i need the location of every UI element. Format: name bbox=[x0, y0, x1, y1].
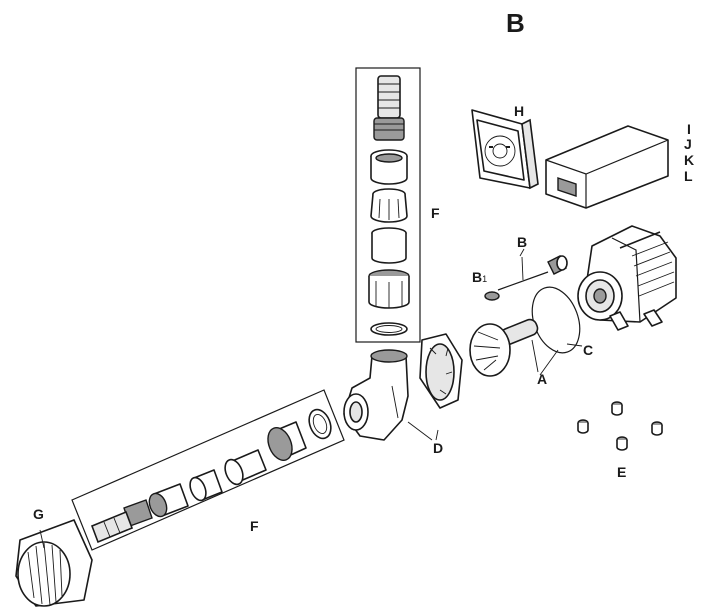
shaft-rubber-ring bbox=[484, 291, 500, 301]
leader-d bbox=[435, 429, 439, 441]
label-d: D bbox=[433, 440, 444, 456]
screw-1 bbox=[577, 419, 589, 434]
vertical-sleeve-1 bbox=[370, 149, 408, 185]
label-b1-main: B bbox=[472, 269, 483, 285]
fittings-frame-horizontal bbox=[71, 389, 345, 551]
label-b1-sub: 1 bbox=[482, 274, 488, 284]
vertical-hose-barb bbox=[373, 75, 405, 141]
label-f-top: F bbox=[431, 205, 440, 221]
figure-title: B bbox=[506, 8, 525, 38]
horizontal-hose-barb bbox=[90, 499, 153, 544]
vertical-o-ring bbox=[370, 322, 408, 336]
vertical-adapter bbox=[370, 188, 408, 223]
label-b1: B1 bbox=[472, 270, 487, 284]
label-l: L bbox=[684, 168, 693, 184]
horizontal-sleeve-2 bbox=[224, 449, 267, 486]
label-j: J bbox=[684, 136, 692, 152]
pump-volute-body bbox=[343, 349, 433, 441]
horizontal-o-ring bbox=[308, 408, 332, 440]
label-h: H bbox=[514, 103, 525, 119]
bearing-bushing bbox=[547, 255, 568, 275]
screw-4 bbox=[616, 436, 628, 451]
label-f-bottom: F bbox=[250, 518, 259, 534]
screw-3 bbox=[651, 421, 663, 436]
label-a: A bbox=[537, 371, 548, 387]
label-i: I bbox=[687, 121, 691, 137]
mounting-screw-set bbox=[577, 401, 663, 451]
vertical-union-nut bbox=[368, 269, 410, 309]
power-supply-unit bbox=[545, 125, 669, 209]
fittings-frame-vertical bbox=[355, 67, 421, 343]
vertical-sleeve-2 bbox=[371, 227, 407, 264]
intake-strainer-basket bbox=[15, 519, 93, 607]
label-e: E bbox=[617, 464, 627, 480]
leader-a bbox=[539, 349, 559, 376]
impeller-shaft-pin bbox=[497, 271, 549, 291]
impeller-rotor bbox=[469, 318, 539, 377]
horizontal-sleeve-1 bbox=[148, 483, 189, 518]
motor-housing bbox=[577, 225, 677, 331]
label-b: B bbox=[517, 234, 528, 250]
horizontal-union-nut bbox=[267, 421, 307, 461]
label-k: K bbox=[684, 152, 695, 168]
leader-b bbox=[519, 248, 525, 257]
label-g: G bbox=[33, 506, 44, 522]
horizontal-adapter bbox=[189, 469, 223, 502]
screw-2 bbox=[611, 401, 623, 416]
label-c: C bbox=[583, 342, 594, 358]
volute-cover-ring bbox=[419, 333, 463, 409]
controller-display-unit bbox=[471, 109, 539, 190]
